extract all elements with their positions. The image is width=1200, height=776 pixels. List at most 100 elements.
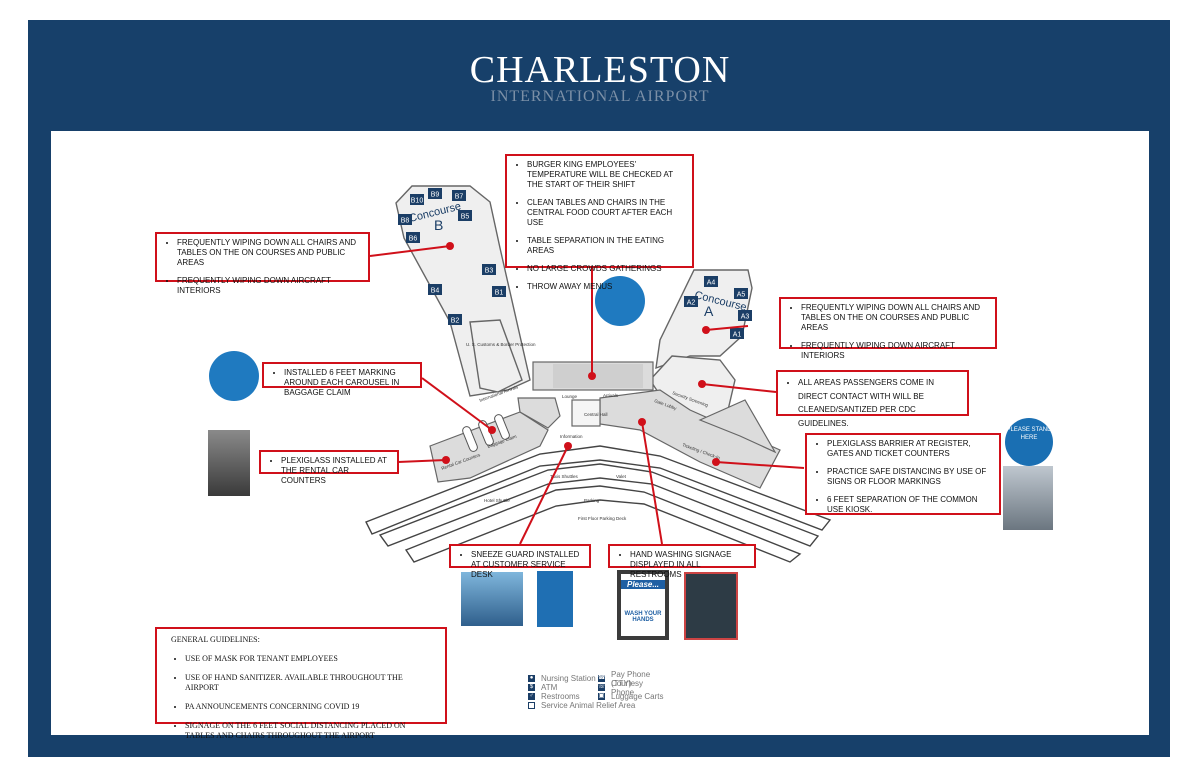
label-lounge: Lounge [562,394,578,399]
gate-label: B6 [409,236,418,243]
gate-label: B1 [495,290,504,297]
gate-marker [428,284,442,295]
roadways [365,445,832,563]
callout-sneeze-guard: SNEEZE GUARD INSTALLED AT CUSTOMER SERVI… [449,544,591,579]
nursing-station-icon: ● [528,675,535,682]
legend-label: Nursing Station [541,674,596,683]
ticketing-item: PLEXIGLASS BARRIER AT REGISTER, GATES AN… [827,439,993,459]
gate-label: A1 [733,332,742,339]
label-information: Information [560,434,583,439]
concourse-b-item: FREQUENTLY WIPING DOWN AIRCRAFT INTERIOR… [177,276,362,296]
callout-leaders [369,245,805,545]
label-valet: Valet [616,474,627,479]
general-item: USE OF HAND SANITIZER. AVAILABLE THROUGH… [185,673,431,693]
gate-marker [482,264,496,275]
social-distance-sign-baggage [209,351,259,401]
legend-label: Luggage Carts [611,692,664,701]
please-stand-here-sign: PLEASE STAND HERE [1005,418,1053,466]
gate-marker [448,314,462,325]
legend-service-animal: Service Animal Relief Area [528,701,668,710]
gate-label: B8 [401,218,410,225]
gate-label: A2 [687,300,696,307]
legend-courtesy-phone: ☏Courtesy Phone [598,679,668,697]
legend-label: Courtesy Phone [611,678,644,697]
gate-label: B10 [411,198,424,205]
gate-label: B3 [485,268,494,275]
general-item: SIGNAGE ON THE 6 FEET SOCIAL DISTANCING … [185,721,431,741]
photo-service-desk [461,572,523,626]
concourse-a-letter: A [704,303,714,319]
gate-marker [684,296,698,307]
gate-marker [398,214,412,225]
pay-phone-icon: ☎ [598,675,606,682]
legend-label: ATM [541,683,558,692]
legend-luggage-carts: ▣ Luggage Carts [598,692,668,701]
gate-label: A4 [707,280,716,287]
callout-security: ALL AREAS PASSENGERS COME IN DIRECT CONT… [776,370,969,428]
label-shuttle: Hotel Shuttle [484,498,510,503]
label-taxis: Taxis Shuttles [550,474,579,479]
legend-label: Service Animal Relief Area [541,701,636,710]
map-legend: ● Nursing Station ☎ Pay Phone (TTY) $ ATM ☏… [528,670,668,710]
callout-food-court: BURGER KING EMPLOYEES' TEMPERATURE WILL … [505,154,694,291]
callout-concourse-b: FREQUENTLY WIPING DOWN ALL CHAIRS AND TA… [155,232,370,295]
legend-pay-phone: ☎ Pay Phone (TTY) [598,670,668,688]
photo-kiosk [1003,466,1053,530]
concourse-b-item: FREQUENTLY WIPING DOWN ALL CHAIRS AND TA… [177,238,362,268]
sneeze-item: SNEEZE GUARD INSTALLED AT CUSTOMER SERVI… [471,550,583,580]
gate-label: B2 [451,318,460,325]
general-item: PA ANNOUNCEMENTS CONCERNING COVID 19 [185,702,431,712]
photo-handwash-poster [684,572,738,640]
legend-label: Restrooms [541,692,580,701]
restrooms-icon: ♂ [528,693,535,700]
concourse-b-letter: B [434,217,443,233]
legend-restrooms: ♂ Restrooms [528,692,598,701]
social-distance-sign-food [595,276,645,326]
gate-label: B9 [431,192,440,199]
gate-label: B5 [461,214,470,221]
handwash-item: HAND WASHING SIGNAGE DISPLAYED IN ALL RE… [630,550,748,580]
baggage-item: INSTALLED 6 FEET MARKING AROUND EACH CAR… [284,368,414,398]
gate-label: B4 [431,288,440,295]
ticketing-item: 6 FEET SEPARATION OF THE COMMON USE KIOS… [827,495,993,515]
gate-label: A5 [737,292,746,299]
general-heading: GENERAL GUIDELINES: [171,635,260,644]
photo-rental-counter [208,430,250,496]
gate-marker [492,286,506,297]
security-item: ALL AREAS PASSENGERS COME IN DIRECT CONT… [798,376,961,430]
gate-marker [428,188,442,199]
concourse-a-item: FREQUENTLY WIPING DOWN AIRCRAFT INTERIOR… [801,341,989,361]
callout-dots [442,242,720,466]
page-title: CHARLESTON [469,49,731,91]
gate-marker [730,328,744,339]
gate-label: A3 [741,314,750,321]
general-item: USE OF MASK FOR TENANT EMPLOYEES [185,654,431,664]
gate-marker [410,194,424,205]
label-parking-deck: First Floor Parking Deck [578,516,627,521]
food-court-item: BURGER KING EMPLOYEES' TEMPERATURE WILL … [527,160,686,190]
gate-marker [704,276,718,287]
gate-marker [458,210,472,221]
label-central-hall: Central Hall [584,412,608,417]
gate-marker [406,232,420,243]
photo-sneeze-sign [537,571,573,627]
photo-wash-hands-sign: Please... WASH YOUR HANDS [617,570,669,640]
service-animal-icon [528,702,535,709]
concourse-a-item: FREQUENTLY WIPING DOWN ALL CHAIRS AND TA… [801,303,989,333]
gate-label: B7 [455,194,464,201]
concourse-a [649,269,753,421]
atm-icon: $ [528,684,535,691]
callout-rental: PLEXIGLASS INSTALLED AT THE RENTAL CAR C… [259,450,399,485]
legend-label: Pay Phone (TTY) [611,669,651,688]
food-court-item: CLEAN TABLES AND CHAIRS IN THE CENTRAL F… [527,198,686,228]
luggage-carts-icon: ▣ [598,693,605,700]
callout-concourse-a: FREQUENTLY WIPING DOWN ALL CHAIRS AND TA… [779,297,997,360]
gate-marker [734,288,748,299]
page-subtitle: INTERNATIONAL AIRPORT [490,88,710,105]
label-customs: U. S. Customs & Border Protection [466,342,536,347]
please-stand-here-text: PLEASE STAND HERE [1006,427,1052,441]
legend-atm: $ ATM [528,683,598,692]
legend-nursing: ● Nursing Station [528,674,598,683]
